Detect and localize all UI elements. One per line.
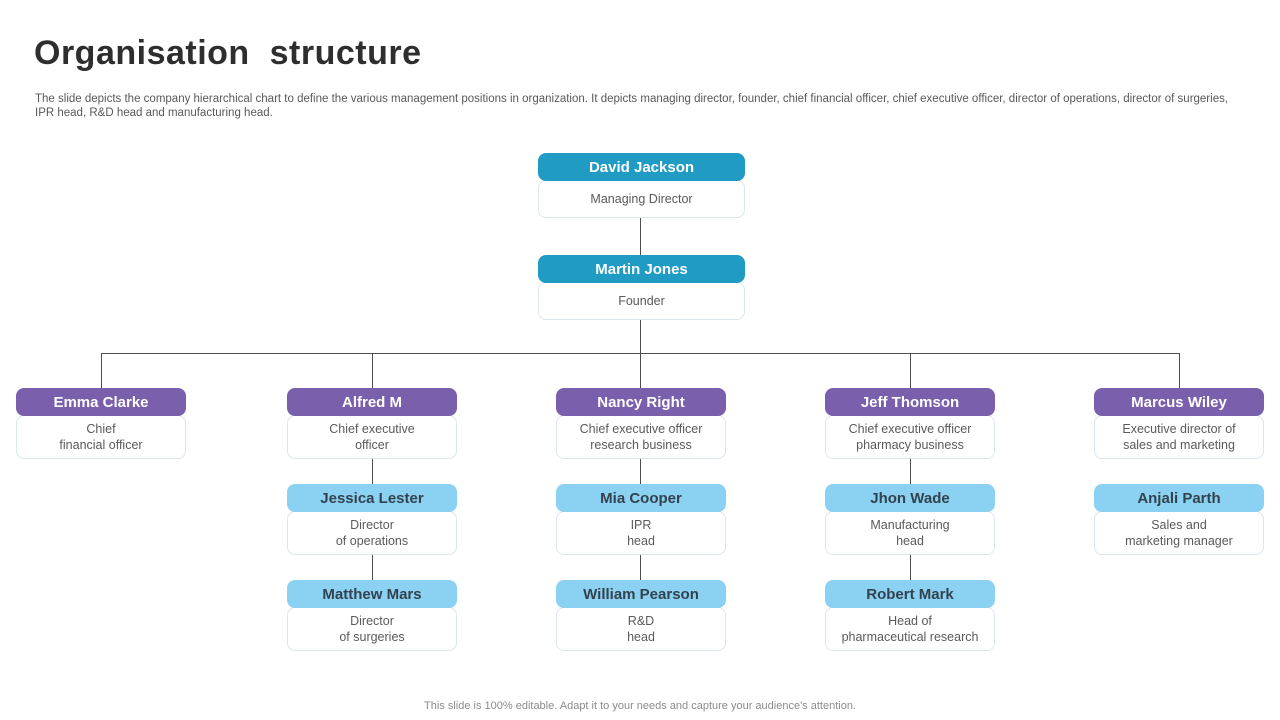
connector-line	[101, 353, 102, 388]
org-node-name: Robert Mark	[825, 580, 995, 608]
org-node-name: Emma Clarke	[16, 388, 186, 416]
org-node-role: Founder	[538, 282, 745, 320]
org-node-name: Marcus Wiley	[1094, 388, 1264, 416]
org-node-alfred-m[interactable]: Alfred M Chief executive officer	[287, 388, 457, 459]
connector-line	[640, 217, 641, 255]
org-node-william-pearson[interactable]: William Pearson R&D head	[556, 580, 726, 651]
org-node-jhon-wade[interactable]: Jhon Wade Manufacturing head	[825, 484, 995, 555]
org-node-david-jackson[interactable]: David Jackson Managing Director	[538, 153, 745, 218]
org-node-role: IPR head	[556, 511, 726, 555]
org-node-name: Alfred M	[287, 388, 457, 416]
org-node-name: David Jackson	[538, 153, 745, 181]
connector-line	[640, 554, 641, 580]
org-node-jeff-thomson[interactable]: Jeff Thomson Chief executive officer pha…	[825, 388, 995, 459]
connector-line	[1179, 353, 1180, 388]
org-node-martin-jones[interactable]: Martin Jones Founder	[538, 255, 745, 320]
org-node-role: Director of operations	[287, 511, 457, 555]
org-node-role: Manufacturing head	[825, 511, 995, 555]
org-node-nancy-right[interactable]: Nancy Right Chief executive officer rese…	[556, 388, 726, 459]
org-node-name: Jessica Lester	[287, 484, 457, 512]
slide-description: The slide depicts the company hierarchic…	[35, 93, 1229, 119]
org-node-mia-cooper[interactable]: Mia Cooper IPR head	[556, 484, 726, 555]
connector-line	[910, 458, 911, 484]
org-node-role: Chief executive officer research busines…	[556, 415, 726, 459]
connector-line	[372, 353, 373, 388]
connector-line	[910, 353, 911, 388]
org-node-name: Jeff Thomson	[825, 388, 995, 416]
org-node-role: Chief executive officer pharmacy busines…	[825, 415, 995, 459]
org-node-role: Managing Director	[538, 180, 745, 218]
org-node-name: Martin Jones	[538, 255, 745, 283]
org-node-role: Chief financial officer	[16, 415, 186, 459]
org-node-name: Jhon Wade	[825, 484, 995, 512]
org-node-role: Head of pharmaceutical research	[825, 607, 995, 651]
org-node-emma-clarke[interactable]: Emma Clarke Chief financial officer	[16, 388, 186, 459]
org-node-matthew-mars[interactable]: Matthew Mars Director of surgeries	[287, 580, 457, 651]
org-node-name: Anjali Parth	[1094, 484, 1264, 512]
page-title: Organisation structure	[34, 34, 422, 72]
org-node-name: Matthew Mars	[287, 580, 457, 608]
connector-line	[640, 458, 641, 484]
org-node-name: William Pearson	[556, 580, 726, 608]
org-node-marcus-wiley[interactable]: Marcus Wiley Executive director of sales…	[1094, 388, 1264, 459]
org-node-role: Chief executive officer	[287, 415, 457, 459]
org-node-name: Mia Cooper	[556, 484, 726, 512]
connector-line	[372, 458, 373, 484]
connector-line	[640, 320, 641, 353]
connector-line	[640, 353, 641, 388]
org-node-role: R&D head	[556, 607, 726, 651]
org-node-name: Nancy Right	[556, 388, 726, 416]
org-node-jessica-lester[interactable]: Jessica Lester Director of operations	[287, 484, 457, 555]
org-node-robert-mark[interactable]: Robert Mark Head of pharmaceutical resea…	[825, 580, 995, 651]
connector-line	[910, 554, 911, 580]
slide-footer-note: This slide is 100% editable. Adapt it to…	[424, 700, 856, 712]
org-node-anjali-parth[interactable]: Anjali Parth Sales and marketing manager	[1094, 484, 1264, 555]
connector-line	[372, 554, 373, 580]
org-node-role: Director of surgeries	[287, 607, 457, 651]
org-node-role: Sales and marketing manager	[1094, 511, 1264, 555]
org-node-role: Executive director of sales and marketin…	[1094, 415, 1264, 459]
